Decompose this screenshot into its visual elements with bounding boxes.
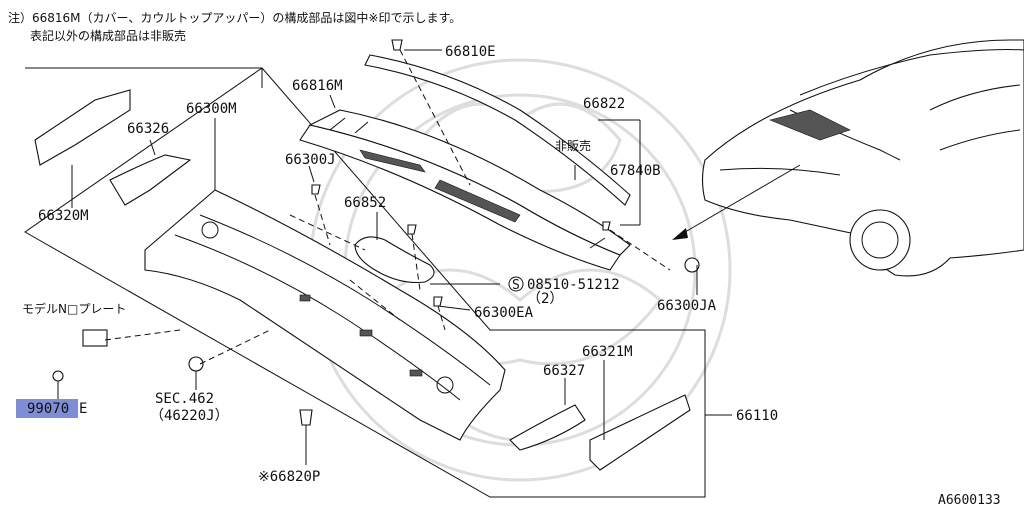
header-note-line2: 表記以外の構成部品は非販売 [30, 28, 186, 43]
label-66810E[interactable]: 66810E [445, 44, 496, 60]
label-66320M[interactable]: 66320M [38, 208, 89, 224]
label-not-sold: 非販売 [555, 138, 591, 153]
label-66816M[interactable]: 66816M [292, 78, 343, 94]
location-arrow-line [679, 164, 801, 236]
label-model-plate[interactable]: モデルN□プレート [22, 301, 126, 316]
cowl-panel [144, 189, 506, 441]
label-sec-462[interactable]: SEC.462 [155, 391, 214, 407]
header-note-line1: 注）66816M（カバー、カウルトップアッパー）の構成部品は図中※印で示します。 [8, 10, 461, 25]
label-99070E-suffix: E [79, 401, 87, 417]
location-arrow-head [672, 228, 688, 240]
label-66822[interactable]: 66822 [583, 96, 625, 112]
reference-code: A6600133 [938, 493, 1001, 508]
bracket-66320M [34, 89, 131, 166]
fasteners [52, 39, 700, 426]
cowl-seal-strip [364, 54, 631, 206]
cowl-top-cover [299, 109, 631, 271]
label-66300M[interactable]: 66300M [186, 101, 237, 117]
part-highlight [16, 399, 78, 418]
screw-symbol-letter: S [512, 278, 520, 293]
leader-lines [57, 49, 732, 465]
label-08510-51212[interactable]: 08510-51212 [527, 277, 620, 293]
assembly-frame [24, 67, 706, 498]
label-66852[interactable]: 66852 [344, 195, 386, 211]
screw-symbol [508, 276, 524, 292]
bracket-66326 [109, 154, 192, 206]
label-66300JA[interactable]: 66300JA [657, 298, 717, 314]
bracket-66327 [509, 404, 586, 451]
label-66820P[interactable]: ※66820P [258, 469, 320, 485]
label-08510-qty: （2） [527, 291, 563, 307]
label-66321M[interactable]: 66321M [582, 344, 633, 360]
bracket-66321M [589, 394, 691, 471]
label-66300EA[interactable]: 66300EA [474, 305, 534, 321]
car-illustration [672, 39, 1024, 277]
seal-66852 [354, 236, 435, 284]
label-66110[interactable]: 66110 [736, 408, 778, 424]
label-99070E[interactable]: 99070 [27, 401, 69, 417]
label-66327[interactable]: 66327 [543, 363, 585, 379]
assembly-dash-lines [104, 49, 671, 365]
label-46220J[interactable]: （46220J） [150, 408, 229, 424]
label-67840B[interactable]: 67840B [610, 163, 661, 179]
label-66300J[interactable]: 66300J [285, 152, 336, 168]
label-66326[interactable]: 66326 [127, 121, 169, 137]
